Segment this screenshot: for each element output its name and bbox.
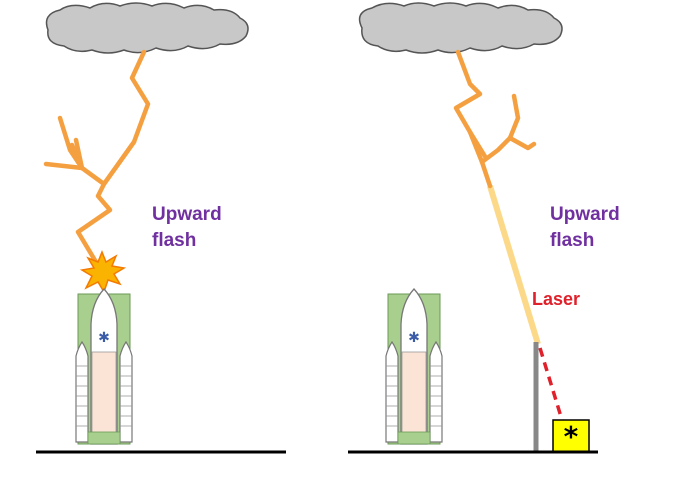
laser-device-icon <box>552 419 590 453</box>
left-label-line1: Upward <box>152 204 222 225</box>
right-label-line1: Upward <box>550 204 620 225</box>
left-label-line2: flash <box>152 230 197 251</box>
lightning-bolt-icon <box>43 49 151 271</box>
laser-label: Laser <box>532 289 581 309</box>
rocket-launch-pad-icon <box>385 288 443 445</box>
right-panel <box>348 2 598 454</box>
right-upward-flash-label: Upward flash <box>550 202 620 254</box>
left-panel <box>36 2 286 454</box>
device-symbol: * <box>563 420 579 453</box>
left-upward-flash-label: Upward flash <box>152 202 222 254</box>
lightning-bolt-icon <box>453 49 537 189</box>
cloud-icon <box>358 2 563 54</box>
rocket-launch-pad-icon <box>75 288 133 445</box>
cloud-icon <box>45 2 249 54</box>
laser-path-dashed <box>538 347 564 421</box>
laser-beam <box>487 185 541 345</box>
spark-burst-icon <box>79 249 127 294</box>
right-label-line2: flash <box>550 230 595 251</box>
